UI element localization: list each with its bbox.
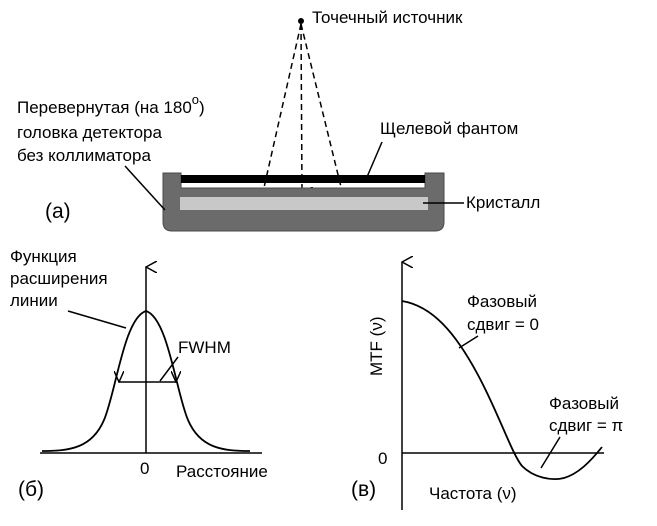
slit-phantom (181, 175, 425, 183)
mtf-y-label: MTF (ν) (367, 317, 386, 376)
panel-a-label: (а) (45, 200, 71, 223)
mtf-curve (401, 300, 603, 480)
phasepi-label-line2: сдвиг = π (549, 416, 623, 435)
mtf-x-label: Частота (ν) (429, 484, 517, 503)
crystal-label: Кристалл (466, 193, 540, 212)
ray-right (300, 23, 343, 195)
detector-label-line2: головка детектора (17, 123, 162, 142)
panel-c-label: (в) (351, 478, 376, 501)
phase0-label-line1: Фазовый (467, 292, 537, 311)
ray-center (300, 23, 302, 192)
crystal (180, 197, 428, 210)
lsf-label-line2: расширения (10, 269, 108, 288)
slit-phantom-label: Щелевой фантом (380, 119, 518, 138)
point-source-dot (298, 18, 304, 24)
lsf-label-line3: линии (10, 291, 58, 310)
detector-leader-line (124, 165, 166, 211)
point-source-label: Точечный источник (312, 8, 463, 27)
lsf-curve (41, 310, 251, 452)
ray-left (263, 23, 302, 192)
slit-phantom-leader-line (366, 141, 383, 178)
fwhm-leader-line (159, 356, 179, 382)
panel-b-label: (б) (18, 478, 44, 501)
radiation-rays (263, 23, 343, 195)
lsf-leader-line (67, 310, 127, 329)
fwhm-label: FWHM (178, 338, 231, 357)
panel-a: Точечный источник Перевернутая (на 180o)… (17, 8, 540, 232)
detector-label-line1: Перевернутая (на 180o) (17, 92, 205, 117)
lsf-label-line1: Функция (10, 247, 77, 266)
lsf-x-label: Расстояние (176, 462, 268, 481)
phase0-leader-line (458, 335, 479, 349)
detector-label-line3: без коллиматора (17, 146, 151, 165)
phasepi-leader-line (540, 436, 561, 469)
phase0-label-line2: сдвиг = 0 (467, 315, 539, 334)
panel-b: FWHM Функция расширения линии 0 Расстоян… (10, 247, 268, 501)
mtf-zero-label: 0 (378, 449, 387, 468)
panel-c: MTF (ν) 0 Частота (ν) Фазовый сдвиг = 0 … (351, 262, 623, 510)
lsf-zero-label: 0 (140, 459, 149, 478)
phasepi-label-line1: Фазовый (549, 394, 619, 413)
degree-superscript: o (192, 92, 199, 107)
